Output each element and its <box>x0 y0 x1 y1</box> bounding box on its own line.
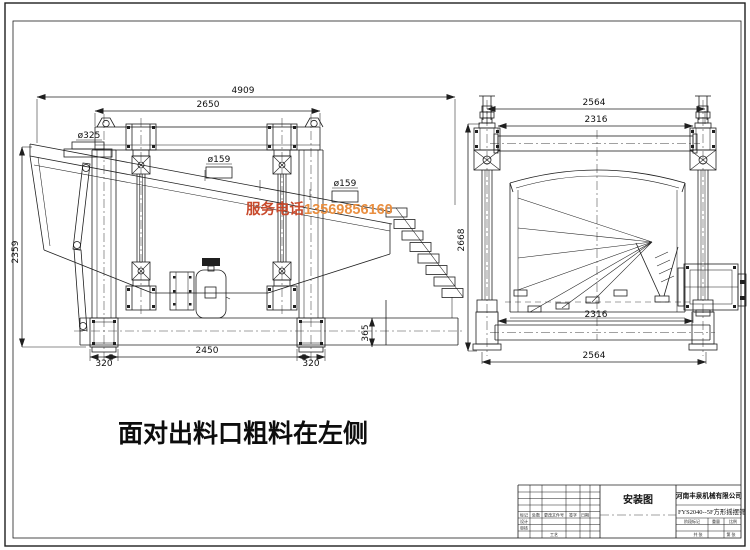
orientation-note: 面对出料口粗料在左侧 <box>118 419 368 448</box>
company-name: 河南丰泉机械有限公司 <box>676 491 742 500</box>
dim-front-foot-left: 320 <box>95 359 112 369</box>
front-view-dimensions: 4909 2650 2359 ø325 ø159 ø159 2450 320 <box>11 86 456 369</box>
side-base-rails <box>490 324 715 341</box>
dim-side-height: 2668 <box>457 228 467 251</box>
drawing-type: 安装图 <box>623 493 653 506</box>
discharge-chute <box>385 207 464 345</box>
side-view: 2564 2316 2316 2564 2668 <box>457 95 747 365</box>
front-view: 4909 2650 2359 ø325 ø159 ø159 2450 320 <box>11 86 464 369</box>
watermark-text: 服务电话13569856160 <box>246 200 393 218</box>
exciter-drive <box>677 263 747 317</box>
dim-front-base-height: 365 <box>361 324 371 341</box>
machine-body <box>509 169 686 319</box>
rev-col-mark: 标记 <box>520 512 528 518</box>
model-name: FYS2040--5F方形摇摆筛 <box>678 507 746 516</box>
company-section: 河南丰泉机械有限公司 FYS2040--5F方形摇摆筛 阶段标记 重量 比例 共… <box>676 491 746 538</box>
label-outlet-a-diameter: ø159 <box>208 155 231 165</box>
field-sheet-no: 第 张 <box>726 531 735 537</box>
rev-col-docno: 更改文件号 <box>544 512 564 518</box>
field-weight: 重量 <box>712 518 720 524</box>
dim-front-height: 2359 <box>11 240 21 263</box>
dim-front-total: 4909 <box>232 86 255 96</box>
dim-side-top-outer: 2564 <box>583 98 606 108</box>
base-frame <box>79 317 459 353</box>
drive-motor <box>169 258 231 319</box>
label-outlet-b-diameter: ø159 <box>334 179 357 189</box>
revision-table: 标记 处数 更改文件号 签字 日期 设计 审核 工艺 <box>518 485 600 538</box>
dim-side-bottom-outer: 2564 <box>583 351 606 361</box>
dim-side-top-inner: 2316 <box>585 115 608 125</box>
rev-col-date: 日期 <box>581 512 589 518</box>
top-beam <box>490 133 700 154</box>
rev-col-count: 处数 <box>532 512 540 518</box>
screen-body <box>29 141 393 332</box>
field-stage: 阶段标记 <box>684 518 700 524</box>
field-sheet-total: 共 张 <box>693 531 702 537</box>
dim-front-base-span: 2450 <box>196 346 219 356</box>
suspension-beam <box>94 117 324 151</box>
dim-front-beam: 2650 <box>197 100 220 110</box>
field-check: 审核 <box>520 525 528 531</box>
field-craft: 工艺 <box>550 532 558 537</box>
label-inlet-diameter: ø325 <box>78 131 101 141</box>
side-view-dimensions: 2564 2316 2316 2564 2668 <box>457 98 707 365</box>
dim-front-foot-right: 320 <box>302 359 319 369</box>
field-design: 设计 <box>520 518 528 524</box>
dim-side-bottom-inner: 2316 <box>585 310 608 320</box>
field-scale: 比例 <box>729 518 737 524</box>
drawing-frame <box>4 2 746 547</box>
rev-col-sign: 签字 <box>569 512 577 518</box>
title-block: 标记 处数 更改文件号 签字 日期 设计 审核 工艺 安装图 河南丰泉机械有限公… <box>517 484 746 538</box>
